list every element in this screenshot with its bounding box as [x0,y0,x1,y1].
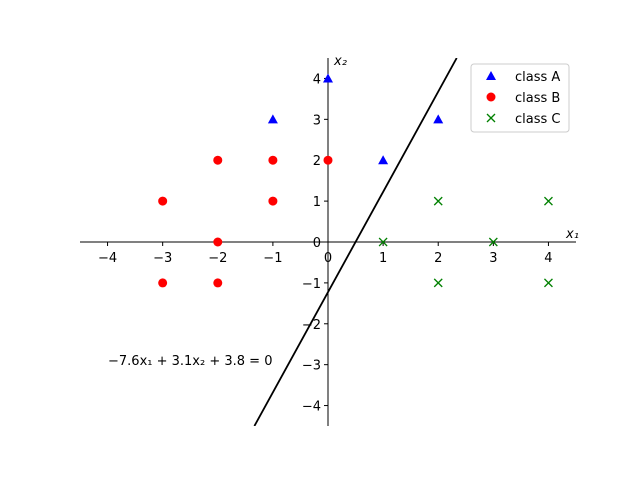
point-x [543,278,553,288]
point-circle [158,278,168,288]
y-tick-label: −4 [302,400,321,415]
legend: class A class B class C [470,63,570,133]
point-x [433,196,443,206]
y-tick-label: 2 [313,154,321,169]
point-x [488,237,498,247]
x-tick-label: 2 [434,251,442,266]
data-points [158,73,553,288]
point-triangle [267,114,278,124]
point-triangle [323,73,333,83]
x-tick-label: 1 [379,251,387,266]
point-circle [268,155,278,165]
x-tick-label: −3 [153,251,172,266]
x-tick-label: −2 [208,251,227,266]
x-tick-label: −1 [263,251,282,266]
point-x [433,278,443,288]
legend-box [470,63,570,133]
point-circle [213,278,223,288]
legend-marker [486,113,496,123]
x-axis-label: x₁ [565,227,579,242]
point-circle [213,237,223,247]
point-x [543,196,553,206]
y-tick-label: 0 [313,236,321,251]
point-triangle [378,155,389,165]
x-tick-label: −4 [98,251,117,266]
y-axis-label: x₂ [333,54,347,69]
legend-entry-label: class C [515,112,560,127]
legend-marker [486,71,496,80]
y-tick-label: 1 [313,195,321,210]
point-circle [213,155,223,165]
x-tick-label: 4 [544,251,552,266]
y-tick-label: 3 [313,113,321,128]
y-tick-label: 4 [313,72,321,87]
point-circle [268,196,278,206]
point-circle [323,155,333,165]
equation-annotation: −7.6x₁ + 3.1x₂ + 3.8 = 0 [108,354,272,369]
y-tick-label: −1 [302,277,321,292]
x-tick-label: 3 [489,251,497,266]
x-tick-label: 0 [324,251,332,266]
point-circle [158,196,168,206]
y-tick-label: −3 [302,359,321,374]
y-tick-label: −2 [302,318,321,333]
point-x [378,237,388,247]
point-triangle [433,114,444,124]
legend-entry-label: class A [515,70,560,85]
legend-entry-label: class B [515,91,560,106]
legend-marker [486,92,496,102]
